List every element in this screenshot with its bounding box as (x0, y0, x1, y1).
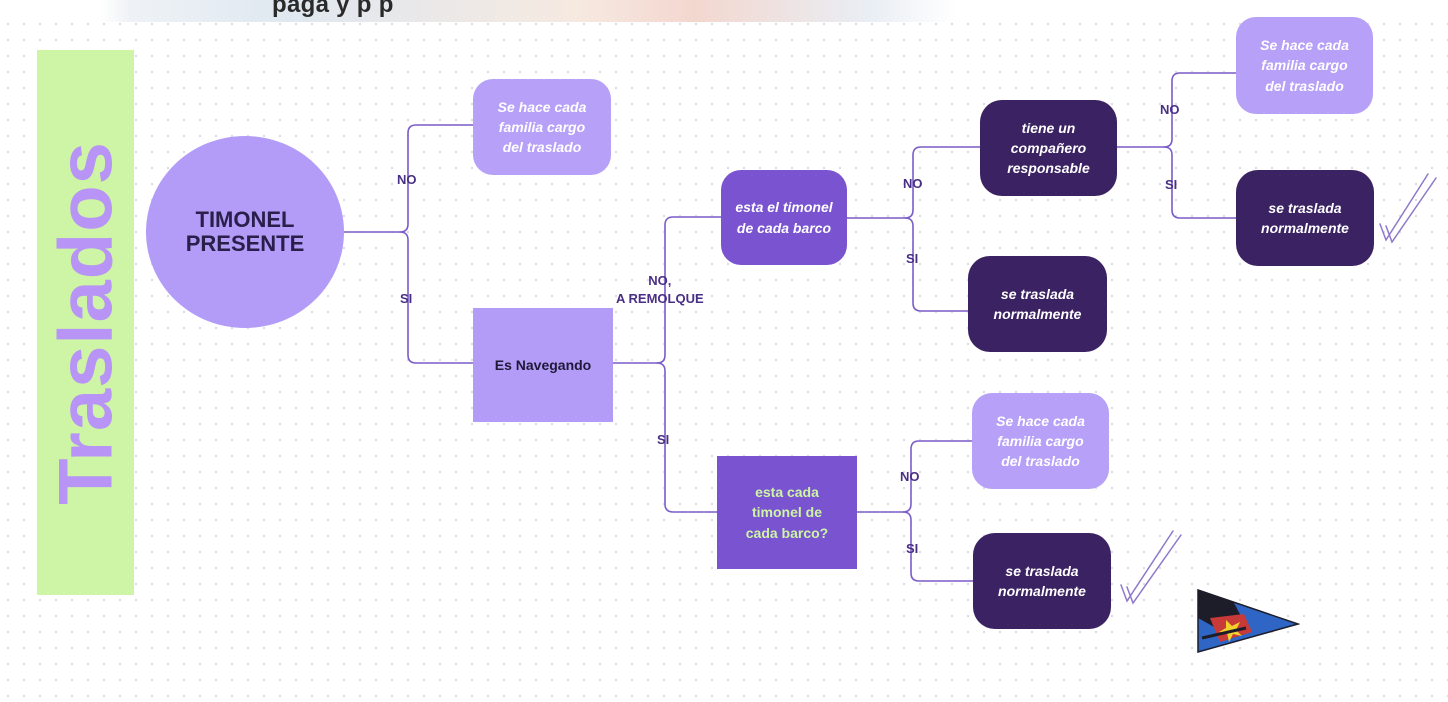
node-text: del traslado (1265, 77, 1344, 94)
node-text: responsable (1007, 160, 1090, 177)
node-text: del traslado (502, 139, 582, 156)
edge-label-nav-no: NO, A REMOLQUE (616, 272, 704, 307)
edge-cada-si (902, 511, 974, 582)
edge-timonel-si (904, 217, 969, 312)
edge-label-text: NO, (648, 273, 672, 288)
node-se-traslada-3: se traslada normalmente (973, 533, 1111, 629)
edge-label-timonel-si: SI (906, 251, 919, 266)
edge-nav-si (656, 362, 718, 513)
edge-label-root-no: NO (397, 172, 417, 187)
node-text: del traslado (1001, 453, 1080, 470)
edge-nav-no (612, 216, 722, 364)
node-tiene-companero: tiene un compañero responsable (980, 100, 1117, 196)
node-text: cada barco? (745, 524, 829, 541)
node-familia-cargo-3: Se hace cada familia cargo del traslado (972, 393, 1109, 489)
checkmark-icon (1379, 173, 1437, 244)
edge-timonel-no (846, 146, 981, 219)
node-es-navegando: Es Navegando (473, 308, 613, 422)
edge-comp-no (1116, 72, 1237, 148)
banner-partial-text: paga y p p (272, 0, 394, 18)
node-text: Es Navegando (494, 356, 592, 373)
edge-label-comp-si: SI (1165, 177, 1178, 192)
node-se-traslada-1: se traslada normalmente (1236, 170, 1374, 266)
node-text: esta cada (755, 484, 819, 501)
checkmark-icon (1120, 530, 1182, 605)
edge-label-comp-no: NO (1160, 102, 1180, 117)
node-text: se traslada (1005, 562, 1079, 579)
edge-label-cada-no: NO (900, 469, 920, 484)
node-text: normalmente (1261, 220, 1349, 236)
edge-label-cada-si: SI (906, 541, 919, 556)
node-text: timonel de (751, 504, 822, 521)
edge-label-text: A REMOLQUE (616, 290, 704, 306)
node-text: normalmente (998, 583, 1086, 599)
node-familia-cargo-1: Se hace cada familia cargo del traslado (473, 79, 611, 175)
node-text: familia cargo (498, 118, 586, 135)
edge-root (343, 124, 474, 233)
node-text: Se hace cada (1260, 37, 1349, 54)
root-label-line2: PRESENTE (185, 231, 305, 256)
club-pennant-flag-icon (1197, 588, 1300, 653)
edge-comp-si (1163, 146, 1237, 219)
node-text: esta el timonel (735, 199, 833, 216)
top-banner: paga y p p (0, 0, 1448, 22)
edge-label-root-si: SI (400, 291, 413, 306)
node-text: familia cargo (1261, 57, 1348, 74)
node-text: normalmente (993, 306, 1082, 322)
node-familia-cargo-2: Se hace cada familia cargo del traslado (1236, 17, 1373, 114)
edge-root-si (399, 231, 474, 364)
node-text: se traslada (1000, 285, 1075, 302)
node-text: de cada barco (736, 219, 832, 236)
node-text: Se hace cada (497, 98, 587, 115)
node-text: compañero (1010, 139, 1087, 156)
node-text: familia cargo (997, 432, 1084, 449)
root-node-timonel-presente: TIMONEL PRESENTE (146, 136, 344, 328)
node-text: Se hace cada (996, 412, 1085, 429)
root-label-line1: TIMONEL (195, 206, 295, 232)
edge-label-nav-si: SI (657, 432, 670, 447)
side-title-bar: Traslados (37, 50, 134, 595)
node-text: se traslada (1268, 199, 1342, 216)
node-se-traslada-2: se traslada normalmente (968, 256, 1107, 352)
edge-cada-no (856, 440, 973, 513)
node-esta-cada-timonel: esta cada timonel de cada barco? (717, 456, 857, 569)
node-esta-el-timonel: esta el timonel de cada barco (721, 170, 847, 265)
edge-label-timonel-no: NO (903, 176, 923, 191)
node-text: tiene un (1021, 119, 1076, 136)
